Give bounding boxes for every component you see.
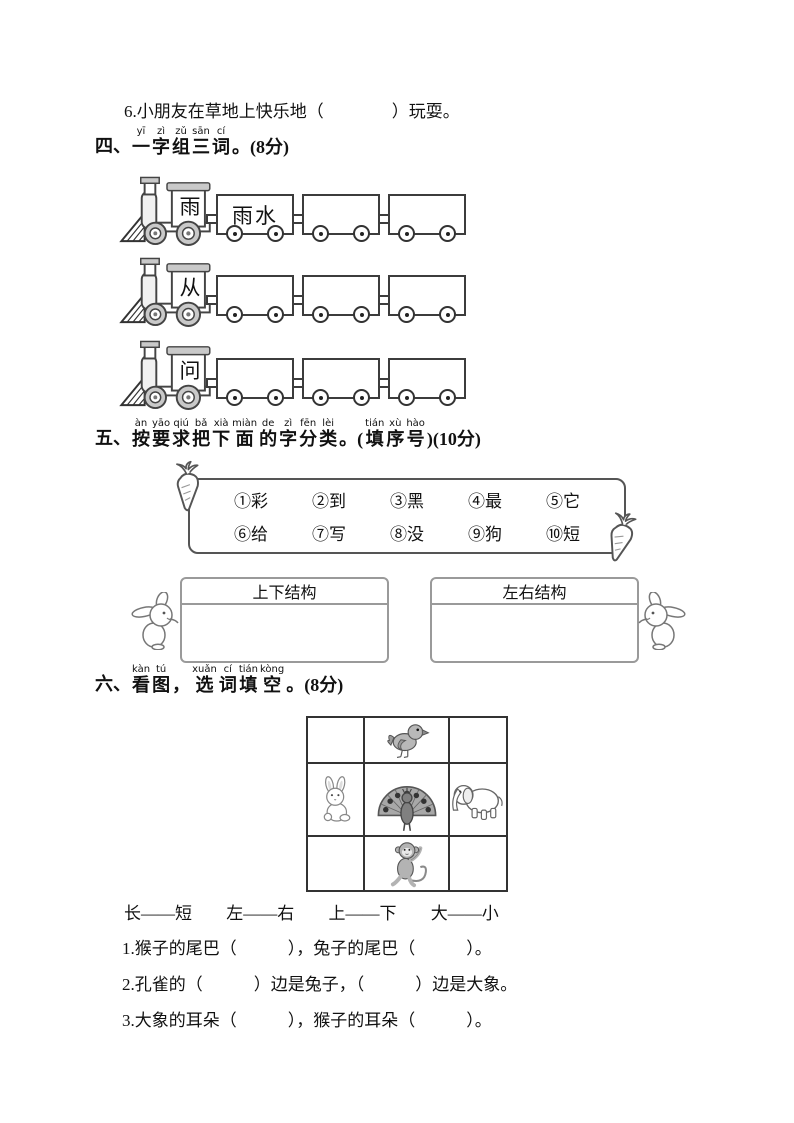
- section4-number: 四、: [95, 136, 131, 156]
- wheel-icon: [398, 389, 415, 406]
- train-row-yu: 雨 雨水: [118, 176, 468, 246]
- character-row-1: ①彩 ②到 ③黑 ④最 ⑤它: [190, 487, 624, 512]
- grid-cell-peacock: [364, 763, 449, 836]
- fill-question-2: 2.孔雀的（ ）边是兔子，（ ）边是大象。: [122, 975, 518, 994]
- train-car-blank: [216, 275, 294, 323]
- section6-number: 六、: [95, 674, 131, 694]
- question-6: 6.小朋友在草地上快乐地（ ）玩耍。: [124, 102, 460, 121]
- wheel-icon: [312, 306, 329, 323]
- fill-question-1: 1.猴子的尾巴（ ），兔子的尾巴（ ）。: [122, 939, 492, 958]
- train-engine-character: 从: [179, 276, 201, 300]
- grid-cell-bird: [364, 717, 449, 763]
- train-engine-character: 雨: [179, 195, 201, 219]
- wheel-icon: [353, 306, 370, 323]
- train-engine-character: 问: [179, 359, 201, 383]
- wheel-icon: [312, 225, 329, 242]
- wheel-icon: [312, 389, 329, 406]
- char-item: ⑤它: [546, 492, 580, 512]
- character-pool-box: ①彩 ②到 ③黑 ④最 ⑤它 ⑥给 ⑦写 ⑧没 ⑨狗 ⑩短: [188, 478, 626, 554]
- train-car-blank: [302, 275, 380, 323]
- grid-cell-rabbit: [307, 763, 364, 836]
- grid-cell-empty: [449, 717, 507, 763]
- char-item: ⑥给: [234, 524, 268, 544]
- answer-box-label: 上下结构: [182, 579, 387, 605]
- train-car-blank: [302, 194, 380, 242]
- train-car: 雨水: [216, 194, 294, 242]
- train-row-cong: 从: [118, 257, 468, 327]
- grid-cell-monkey: [364, 836, 449, 891]
- char-item: ⑧没: [390, 524, 424, 544]
- carrot-icon: [167, 459, 208, 514]
- train-car-blank: [388, 194, 466, 242]
- wheel-icon: [353, 389, 370, 406]
- section4-title: 四、 一yī字zì组zǔ三sān词cí。(8分): [95, 126, 290, 159]
- char-item: ④最: [468, 492, 502, 512]
- section5-title: 五、 按àn要yāo求qiú把bǎ下xià面miàn的de字zì分fēn类lèi…: [95, 418, 482, 451]
- wheel-icon: [226, 225, 243, 242]
- grid-cell-elephant: [449, 763, 507, 836]
- wheel-icon: [226, 306, 243, 323]
- peacock-icon: [366, 767, 448, 833]
- fill-question-3: 3.大象的耳朵（ ），猴子的耳朵（ ）。: [122, 1011, 492, 1030]
- wheel-icon: [267, 306, 284, 323]
- train-car-blank: [216, 358, 294, 406]
- section6-title: 六、 看kàn图tú， 选xuǎn词cí填tián空kòng。(8分): [95, 664, 344, 697]
- wheel-icon: [439, 306, 456, 323]
- grid-cell-empty: [307, 717, 364, 763]
- monkey-icon: [385, 838, 429, 890]
- word-pair: 上——下: [328, 904, 397, 923]
- answer-box-label: 左右结构: [432, 579, 637, 605]
- section5-title-ruby: 按àn要yāo求qiú把bǎ下xià面miàn的de字zì分fēn类lèi。( …: [132, 418, 481, 449]
- wheel-icon: [398, 225, 415, 242]
- carrot-icon: [600, 510, 643, 567]
- char-item: ②到: [312, 492, 346, 512]
- train-car-blank: [388, 358, 466, 406]
- wheel-icon: [353, 225, 370, 242]
- car-word: 雨水: [232, 203, 278, 228]
- answer-box-top-bottom: 上下结构: [180, 577, 389, 663]
- train-row-wen: 问: [118, 340, 468, 410]
- char-item: ⑨狗: [468, 524, 502, 544]
- word-pair: 大——小: [430, 904, 499, 923]
- char-item: ③黑: [390, 492, 424, 512]
- word-pair: 左——右: [226, 904, 295, 923]
- wheel-icon: [226, 389, 243, 406]
- animal-picture-grid: [306, 716, 508, 892]
- answer-box-left-right: 左右结构: [430, 577, 639, 663]
- rabbit-icon: [315, 775, 357, 825]
- section4-title-ruby: 一yī字zì组zǔ三sān词cí。(8分): [132, 126, 289, 157]
- wheel-icon: [398, 306, 415, 323]
- train-car-blank: [388, 275, 466, 323]
- character-row-2: ⑥给 ⑦写 ⑧没 ⑨狗 ⑩短: [190, 520, 624, 545]
- wheel-icon: [439, 389, 456, 406]
- char-item: ⑦写: [312, 524, 346, 544]
- bunny-icon: [632, 592, 686, 650]
- bird-icon: [384, 719, 430, 759]
- word-pair: 长——短: [124, 904, 192, 923]
- wheel-icon: [439, 225, 456, 242]
- wheel-icon: [267, 225, 284, 242]
- bunny-icon: [131, 592, 185, 650]
- section6-title-ruby: 看kàn图tú， 选xuǎn词cí填tián空kòng。(8分): [132, 664, 344, 695]
- train-car-blank: [302, 358, 380, 406]
- grid-cell-empty: [449, 836, 507, 891]
- section5-number: 五、: [95, 428, 131, 448]
- grid-cell-empty: [307, 836, 364, 891]
- elephant-icon: [450, 778, 506, 822]
- wheel-icon: [267, 389, 284, 406]
- char-item: ⑩短: [546, 524, 580, 544]
- word-pair-options: 长——短 左——右 上——下 大——小: [124, 899, 529, 924]
- char-item: ①彩: [234, 492, 268, 512]
